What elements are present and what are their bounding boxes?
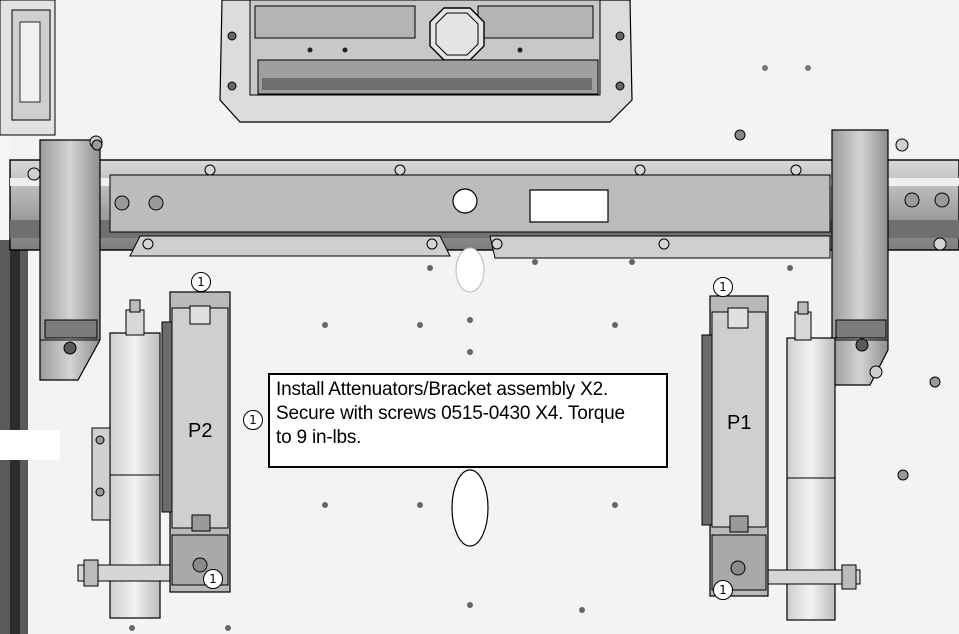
screw-marker-bottom-right: 1 bbox=[713, 580, 733, 600]
top-housing bbox=[219, 0, 633, 123]
left-vertical-bracket bbox=[39, 135, 103, 381]
port-label-p2: P2 bbox=[188, 420, 213, 442]
port-label-p1: P1 bbox=[727, 412, 752, 434]
instruction-line-2: Secure with screws 0515-0430 X4. Torque bbox=[276, 403, 625, 424]
instruction-line-3: to 9 in-lbs. bbox=[276, 427, 362, 448]
screw-marker-top-left: 1 bbox=[191, 272, 211, 292]
screw-marker-top-right: 1 bbox=[713, 277, 733, 297]
left-attenuator-assembly bbox=[77, 291, 231, 619]
right-attenuator-assembly bbox=[701, 295, 861, 621]
left-edge-components bbox=[0, 0, 60, 634]
right-vertical-bracket bbox=[831, 129, 909, 386]
instruction-line-1: Install Attenuators/Bracket assembly X2. bbox=[276, 379, 609, 400]
main-bracket bbox=[9, 159, 959, 259]
callout-number: 1 bbox=[243, 410, 263, 430]
screw-marker-bottom-left: 1 bbox=[203, 569, 223, 589]
instruction-callout: Install Attenuators/Bracket assembly X2.… bbox=[268, 373, 668, 468]
plate-holes bbox=[91, 65, 941, 631]
